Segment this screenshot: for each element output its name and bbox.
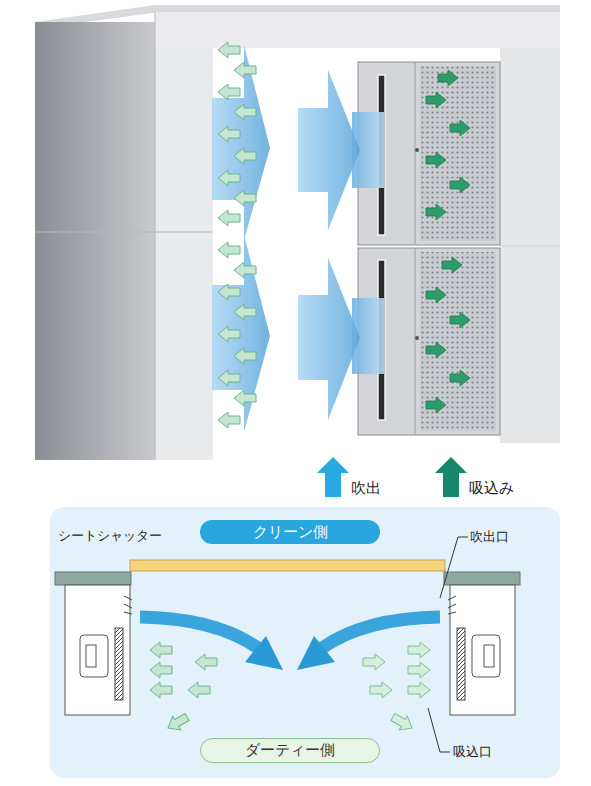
legend-text: 吸込み bbox=[469, 479, 514, 498]
legend-text: 吹出 bbox=[351, 479, 381, 498]
part-label: 吸込口 bbox=[453, 743, 492, 761]
zone-pill: クリーン側 bbox=[200, 520, 380, 544]
node-text: ダーティー側 bbox=[245, 741, 335, 760]
node-text: クリーン側 bbox=[253, 523, 328, 542]
legend-arrow bbox=[435, 457, 467, 497]
part-label: シートシャッター bbox=[58, 527, 162, 545]
legend-arrow bbox=[317, 457, 349, 497]
part-label: 吹出口 bbox=[470, 528, 509, 546]
zone-pill: ダーティー側 bbox=[200, 738, 380, 763]
